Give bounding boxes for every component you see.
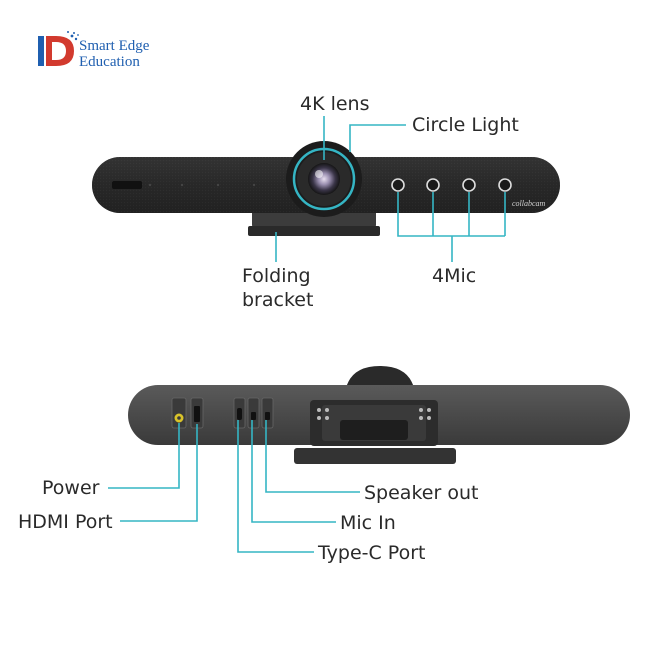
front-dots xyxy=(148,183,256,187)
leader-hdmi xyxy=(120,424,198,522)
label-power: Power xyxy=(42,477,100,499)
mic-in-port-icon xyxy=(251,412,256,420)
logo-line2: Education xyxy=(79,54,140,70)
front-indicator-slot xyxy=(112,181,142,189)
label-mic-in: Mic In xyxy=(340,512,396,534)
front-view: collabcam 4K lens Circle Light Folding b… xyxy=(92,93,560,311)
label-folding: Folding xyxy=(242,265,311,287)
rear-ports xyxy=(171,397,274,429)
leader-mic-in xyxy=(251,420,336,523)
label-speaker-out: Speaker out xyxy=(364,482,478,504)
label-hdmi-port: HDMI Port xyxy=(18,511,113,533)
label-type-c-port: Type-C Port xyxy=(317,542,425,564)
label-4k-lens: 4K lens xyxy=(300,93,370,115)
smart-edge-logo: Smart Edge Education xyxy=(38,31,150,70)
rear-bracket xyxy=(294,400,456,464)
logo-line1: Smart Edge xyxy=(79,38,150,54)
label-circle-light: Circle Light xyxy=(412,114,519,136)
leader-power xyxy=(108,423,180,489)
speaker-out-port-icon xyxy=(265,412,270,420)
label-4mic: 4Mic xyxy=(432,265,476,287)
leader-circle-light xyxy=(349,124,406,152)
mic-icon xyxy=(462,178,476,192)
device-brand: collabcam xyxy=(512,199,546,208)
leader-mics xyxy=(397,192,506,262)
mic-holes xyxy=(391,178,512,192)
hdmi-port-icon xyxy=(194,406,200,422)
lens-icon xyxy=(308,163,340,195)
rear-view: Power HDMI Port Speaker out Mic In Type-… xyxy=(18,366,630,564)
mic-icon xyxy=(498,178,512,192)
logo-mark-icon xyxy=(38,31,79,66)
mic-icon xyxy=(391,178,405,192)
rear-lens-dome xyxy=(346,366,414,388)
mic-icon xyxy=(426,178,440,192)
folding-bracket xyxy=(248,210,380,236)
label-bracket: bracket xyxy=(242,289,313,311)
leader-speaker-out xyxy=(265,420,360,493)
leader-type-c xyxy=(237,420,314,553)
type-c-port-icon xyxy=(237,408,242,420)
